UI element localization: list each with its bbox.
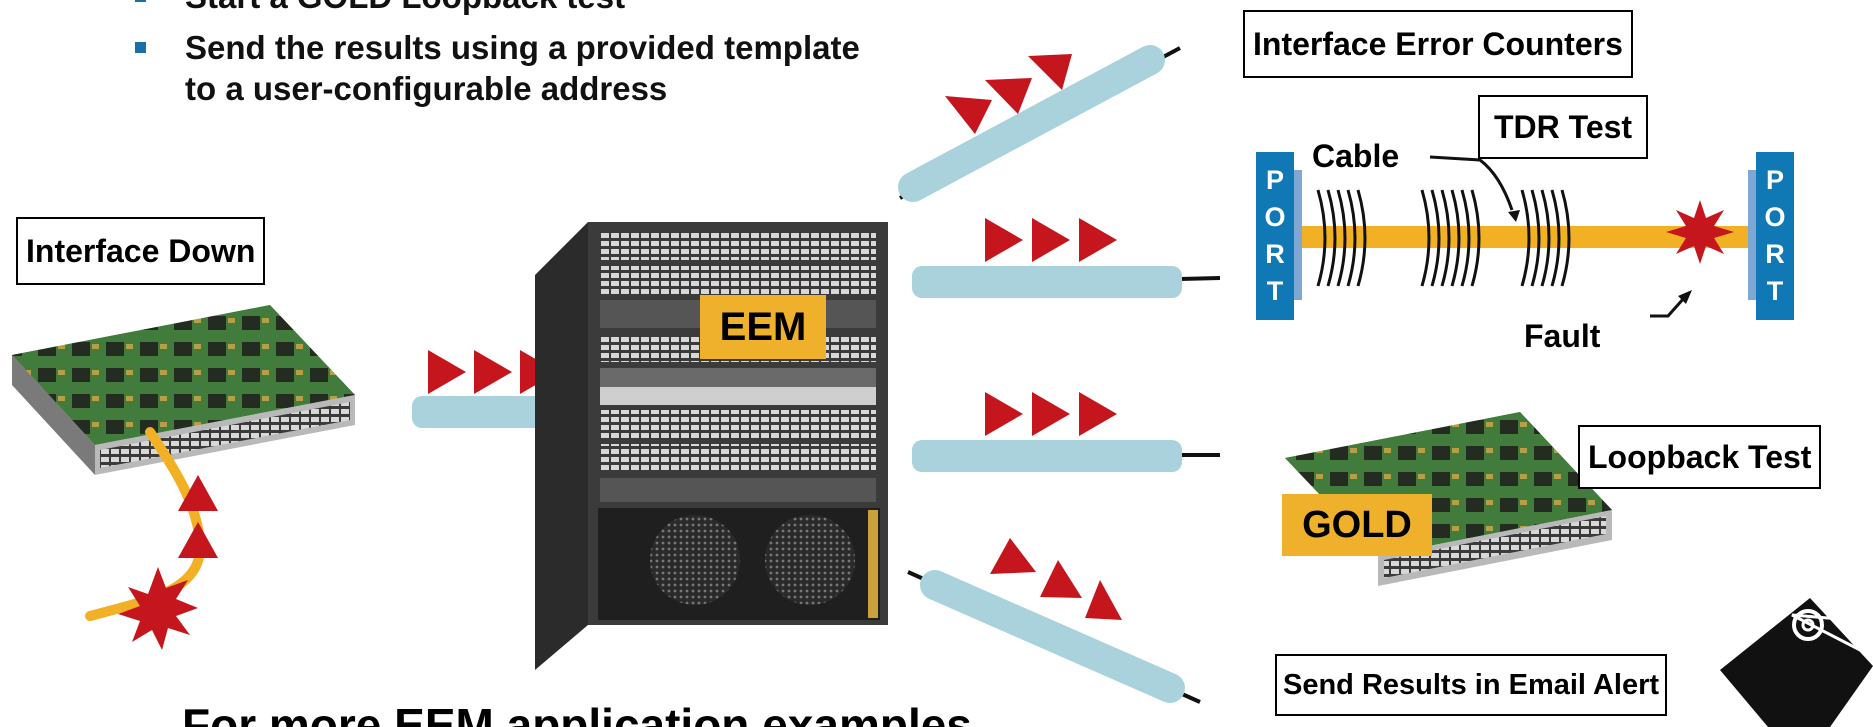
left-fault-burst-icon [118, 567, 198, 650]
email-at-icon [1720, 598, 1873, 727]
input-pipe [412, 396, 572, 428]
tdr-wave-group-1 [1316, 189, 1367, 287]
loopback-test-label: Loopback Test [1578, 425, 1822, 489]
cable-label: Cable [1312, 138, 1400, 174]
pipe-tdr-test [912, 218, 1221, 298]
left-up-arrow-1 [178, 475, 218, 511]
footer-text: For more EEM application examples [182, 699, 972, 727]
fault-label: Fault [1524, 318, 1601, 354]
tdr-wave-group-3 [1520, 189, 1571, 287]
bullet-list: Start a GOLD Loopback test Send the resu… [135, 0, 860, 119]
pipe-email-alert [907, 538, 1201, 704]
input-arrow-2 [474, 350, 512, 394]
tdr-diagram [1256, 152, 1794, 320]
gold-plate: GOLD [1282, 494, 1432, 556]
eem-plate: EEM [700, 295, 826, 359]
bullet-item: Send the results using a provided templa… [135, 27, 860, 109]
left-up-arrow-2 [178, 522, 218, 558]
input-arrow-1 [428, 350, 466, 394]
tdr-test-label: TDR Test [1478, 95, 1649, 159]
tdr-wave-group-2 [1420, 189, 1481, 287]
pipe-loopback-test [912, 392, 1220, 472]
interface-error-counters-label: Interface Error Counters [1243, 10, 1633, 78]
left-line-card-image [12, 305, 355, 475]
pipe-error-counters [898, 45, 1181, 202]
bullet-text: Start a GOLD Loopback test [185, 0, 625, 15]
bullet-marker [135, 0, 146, 2]
switch-chassis-image [535, 222, 888, 670]
left-port-label: PORT [1264, 165, 1286, 306]
bullet-item: Start a GOLD Loopback test [135, 0, 860, 17]
tdr-fault-burst-icon [1666, 200, 1734, 264]
bullet-text: Send the results using a provided templa… [185, 29, 860, 107]
email-alert-label: Send Results in Email Alert [1275, 654, 1668, 716]
interface-down-label: Interface Down [16, 217, 266, 285]
right-port-label: PORT [1764, 165, 1786, 306]
bullet-marker [135, 42, 146, 53]
